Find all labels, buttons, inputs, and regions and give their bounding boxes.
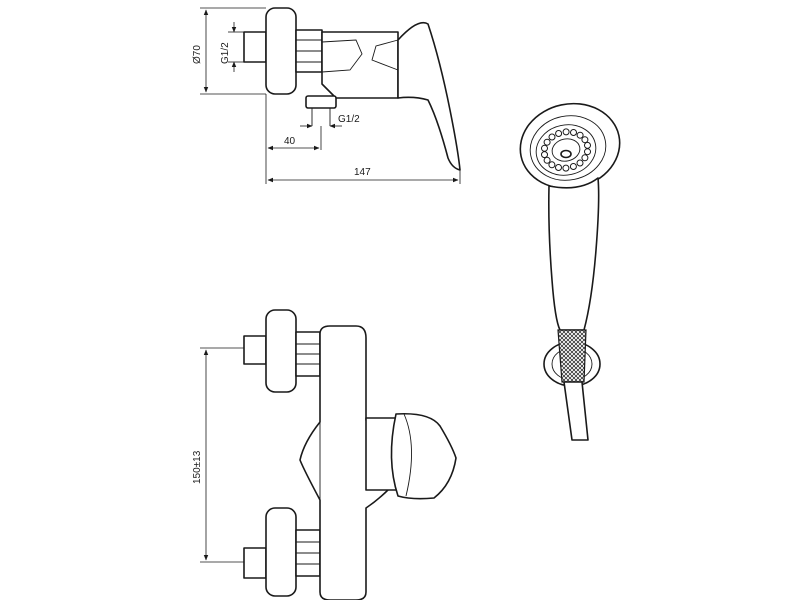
nozzle [541, 151, 548, 159]
thread-top-label: G1/2 [220, 42, 231, 64]
nozzle [541, 144, 548, 152]
nozzle [569, 163, 577, 170]
nozzle [548, 161, 556, 169]
lower-connector [243, 547, 267, 579]
mixer-body [321, 31, 399, 99]
mixer-side-view [243, 7, 461, 171]
shower-hose [563, 381, 589, 441]
length-label: 147 [354, 167, 371, 178]
mixer-front-view [243, 309, 457, 600]
nozzle [543, 156, 551, 164]
nozzle [543, 138, 551, 146]
knurled-grip [557, 329, 587, 383]
spacing-dimension: 150±13 [192, 347, 244, 563]
shower-handle [548, 177, 600, 331]
nozzle-ring [541, 128, 591, 172]
bottom-outlet [305, 95, 337, 109]
upper-flange [265, 309, 297, 393]
hand-shower [519, 102, 621, 441]
nozzle [570, 129, 577, 136]
offset-dimension: 40 [265, 94, 322, 184]
nozzle [548, 133, 556, 141]
nozzle [584, 148, 591, 156]
nozzle [562, 164, 570, 172]
front-lever [390, 412, 457, 500]
nozzle [562, 128, 570, 136]
upper-connector [243, 335, 267, 365]
shower-head [519, 102, 621, 190]
spacing-label: 150±13 [192, 450, 203, 484]
front-body [299, 325, 391, 600]
nozzle [576, 159, 584, 167]
nozzle [555, 164, 562, 171]
nozzle [576, 131, 584, 139]
thread-bottom-label: G1/2 [338, 114, 360, 125]
lever-handle [397, 21, 461, 171]
length-dimension: 147 [267, 167, 461, 184]
nozzle [581, 154, 589, 162]
nozzle [581, 136, 589, 144]
nozzle [584, 141, 591, 149]
wall-flange [265, 7, 297, 95]
wall-connector [243, 31, 267, 63]
diameter-dimension: Ø70 [192, 7, 266, 95]
thread-bottom-dimension: G1/2 [300, 114, 360, 129]
lower-flange [265, 507, 297, 597]
thread-top-dimension: G1/2 [220, 22, 244, 72]
nozzle [555, 130, 563, 137]
offset-label: 40 [284, 136, 296, 147]
diameter-label: Ø70 [192, 45, 203, 64]
